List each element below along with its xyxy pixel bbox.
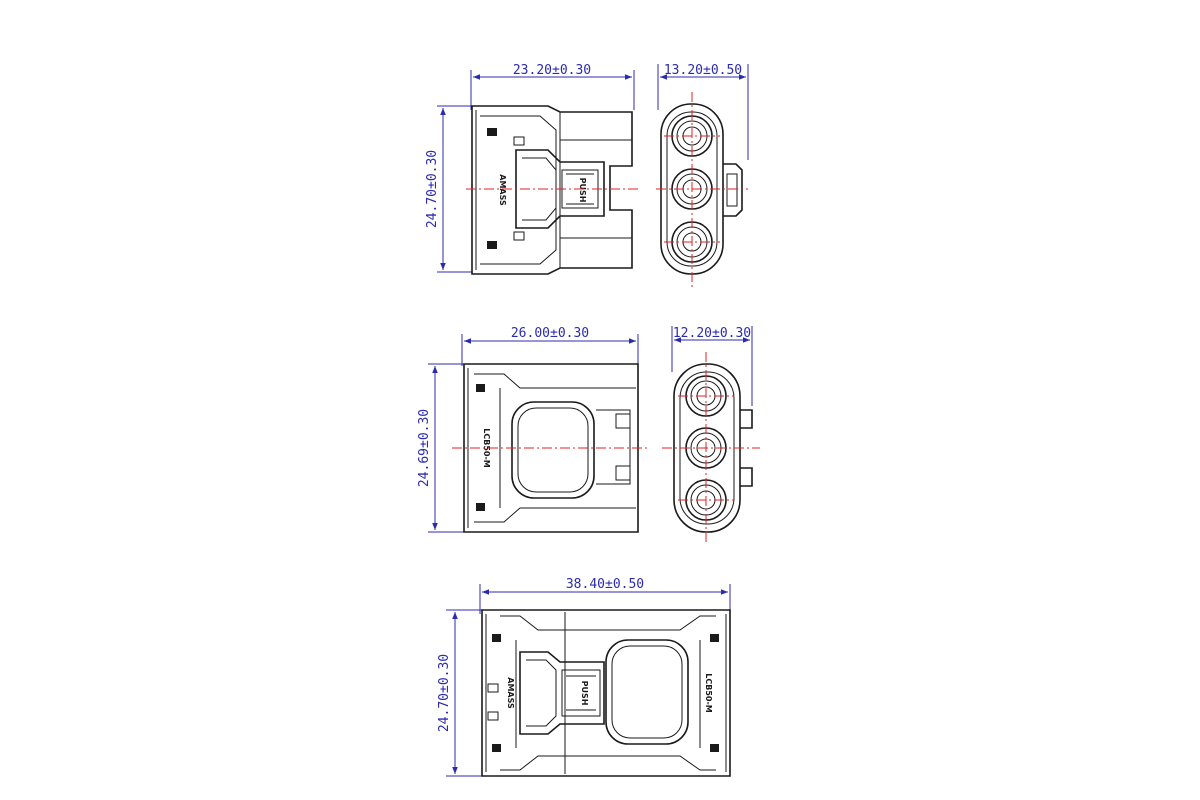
middle-end-width-dimension: 12.20±0.30 [673,326,751,341]
bottom-brand-marking: AMASS [506,677,515,709]
bottom-mated-view: 38.40±0.50 24.70±0.30 AMASS PUSH LCB50-M [437,577,731,777]
top-side-view: 23.20±0.30 24.70±0.30 AMASS PUSH [425,63,640,275]
middle-side-view: 26.00±0.30 24.69±0.30 LCB50-M [417,326,650,533]
middle-model-marking: LCB50-M [482,428,491,468]
bottom-width-dimension: 38.40±0.50 [566,577,644,592]
top-brand-marking: AMASS [498,174,507,206]
top-push-marking: PUSH [578,178,587,203]
bottom-model-marking: LCB50-M [704,673,713,713]
top-height-dimension: 24.70±0.30 [425,150,440,228]
top-end-view: 13.20±0.50 [656,63,749,288]
bottom-push-marking: PUSH [580,681,589,706]
middle-width-dimension: 26.00±0.30 [511,326,589,341]
middle-height-dimension: 24.69±0.30 [417,409,432,487]
top-width-dimension: 23.20±0.30 [513,63,591,78]
top-end-width-dimension: 13.20±0.50 [664,63,742,78]
middle-end-view: 12.20±0.30 [662,326,760,544]
bottom-height-dimension: 24.70±0.30 [437,654,452,732]
